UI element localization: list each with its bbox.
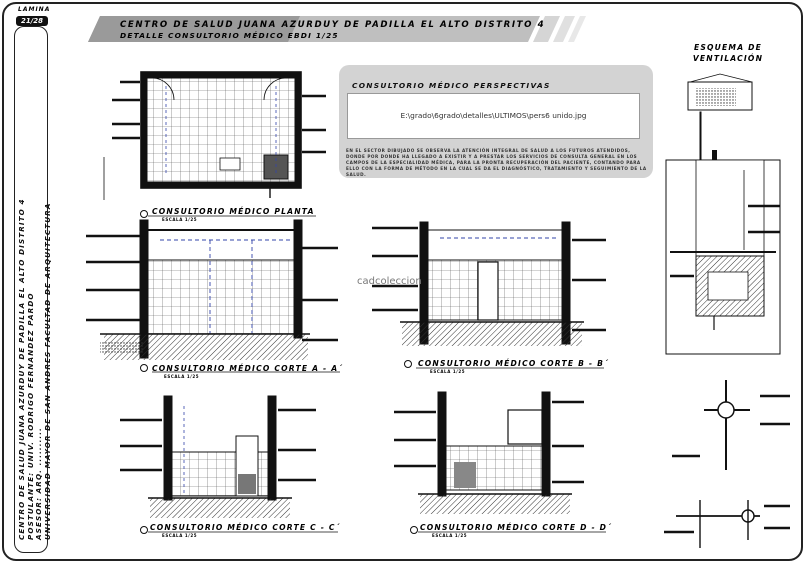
section-marker-icon — [410, 526, 418, 534]
title-underlines — [148, 215, 606, 533]
section-d-scale: ESCALA 1/25 — [432, 533, 468, 538]
sidebar-title-block — [14, 26, 48, 553]
ventilation-title-line: ESQUEMA DE — [693, 43, 763, 52]
sheet-label: LAMINA — [18, 6, 51, 13]
construction-details-drawing — [664, 380, 790, 548]
header-band — [88, 16, 586, 42]
ventilation-scheme-drawing — [665, 73, 781, 355]
section-c-title: CONSULTORIO MÉDICO CORTE C - C´ — [150, 523, 341, 532]
section-marker-icon — [404, 360, 412, 368]
section-b-drawing — [372, 221, 606, 346]
section-d-drawing — [394, 391, 584, 514]
section-b-title: CONSULTORIO MÉDICO CORTE B - B´ — [418, 359, 610, 368]
section-a-drawing — [86, 219, 338, 360]
section-c-scale: ESCALA 1/25 — [162, 533, 198, 538]
section-marker-icon — [140, 210, 148, 218]
page-title: CENTRO DE SALUD JUANA AZURDUY DE PADILLA… — [120, 20, 546, 30]
sheet-number-block: LAMINA 21/28 — [16, 6, 51, 36]
floor-plan-drawing — [103, 71, 326, 200]
page-subtitle: DETALLE CONSULTORIO MÉDICO EBDI 1/25 — [120, 31, 339, 40]
ventilation-title: ESQUEMA DE VENTILACIÓN — [688, 42, 768, 64]
section-b-scale: ESCALA 1/25 — [430, 369, 466, 374]
perspective-description: EN EL SECTOR DIBUJADO SE OBSERVA LA ATEN… — [346, 148, 647, 177]
perspective-title: CONSULTORIO MÉDICO PERSPECTIVAS — [352, 81, 551, 90]
plan-title: CONSULTORIO MÉDICO PLANTA — [152, 207, 315, 216]
watermark: cadcoleccion — [357, 276, 422, 287]
section-a-scale: ESCALA 1/25 — [164, 374, 200, 379]
section-c-drawing — [120, 395, 316, 518]
section-marker-icon — [140, 526, 148, 534]
sheet-number: 21/28 — [16, 16, 48, 26]
section-marker-icon — [140, 364, 148, 372]
section-d-title: CONSULTORIO MÉDICO CORTE D - D´ — [420, 523, 613, 532]
section-a-title: CONSULTORIO MÉDICO CORTE A - A´ — [152, 364, 344, 373]
plan-scale: ESCALA 1/25 — [162, 217, 198, 222]
ventilation-title-line: VENTILACIÓN — [692, 54, 764, 63]
perspective-image-placeholder: E:\grado\6grado\detalles\ULTIMOS\pers6 u… — [347, 93, 640, 139]
